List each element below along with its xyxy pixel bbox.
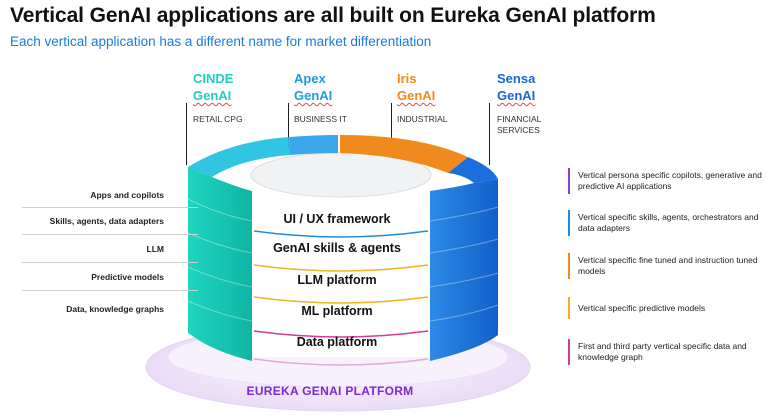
left-label-data: Data, knowledge graphs — [66, 304, 164, 314]
vertical-category: FINANCIAL SERVICES — [497, 114, 542, 135]
vertical-suffix: GenAI — [397, 88, 436, 103]
vertical-name: CINDE — [193, 71, 234, 86]
layer-ui-ux: UI / UX framework — [283, 212, 391, 226]
vertical-iris: Iris GenAI INDUSTRIAL — [397, 70, 487, 125]
layer-separator — [253, 330, 429, 338]
platform-label: EUREKA GENAI PLATFORM — [246, 384, 414, 398]
connector-line — [186, 103, 187, 165]
vertical-name: Apex — [294, 71, 326, 86]
ring-segment-lightblue — [290, 135, 338, 155]
page-subtitle: Each vertical application has a differen… — [10, 34, 432, 49]
note-models: Vertical specific fine tuned and instruc… — [578, 255, 758, 276]
vertical-suffix: GenAI — [294, 88, 333, 103]
left-separator — [22, 290, 198, 291]
left-separator — [22, 262, 198, 263]
note-predictive: Vertical specific predictive models — [578, 303, 706, 313]
layer-separator — [253, 358, 429, 366]
vertical-suffix: GenAI — [193, 88, 232, 103]
layer-llm-platform: LLM platform — [297, 273, 377, 287]
note-bar — [568, 297, 570, 319]
vertical-name: Iris — [397, 71, 417, 86]
note-bar — [568, 210, 570, 236]
left-label-predictive: Predictive models — [91, 272, 164, 282]
vertical-suffix: GenAI — [497, 88, 536, 103]
page-title: Vertical GenAI applications are all buil… — [10, 4, 656, 27]
left-separator — [22, 234, 198, 235]
vertical-cinde: CINDE GenAI RETAIL CPG — [193, 70, 283, 125]
layer-genai-skills: GenAI skills & agents — [273, 241, 401, 255]
note-skills: Vertical specific skills, agents, orches… — [578, 212, 759, 233]
layer-separator — [253, 230, 429, 238]
connector-line — [288, 103, 289, 147]
left-label-skills: Skills, agents, data adapters — [49, 216, 164, 226]
vertical-name: Sensa — [497, 71, 536, 86]
left-label-apps: Apps and copilots — [90, 190, 164, 200]
wall-segment-lines — [187, 198, 499, 322]
connector-line — [391, 103, 392, 147]
ring-segment-blue — [448, 157, 498, 183]
vertical-category: BUSINESS IT — [294, 114, 347, 124]
left-label-llm: LLM — [146, 244, 164, 254]
layer-data-platform: Data platform — [296, 335, 378, 349]
vertical-sensa: Sensa GenAI FINANCIAL SERVICES — [497, 70, 567, 136]
note-bar — [568, 168, 570, 194]
left-separator — [22, 207, 198, 208]
vertical-category: INDUSTRIAL — [397, 114, 448, 124]
note-data: First and third party vertical specific … — [578, 341, 747, 362]
teal-wall — [188, 167, 252, 361]
vertical-category: RETAIL CPG — [193, 114, 243, 124]
ring-segment-teal — [188, 137, 290, 177]
vertical-apex: Apex GenAI BUSINESS IT — [294, 70, 384, 125]
connector-line — [489, 103, 490, 165]
layer-separator — [253, 264, 429, 272]
ring-segment-orange — [340, 135, 468, 173]
layer-separator — [253, 296, 429, 304]
note-bar — [568, 339, 570, 365]
note-copilots: Vertical persona specific copilots, gene… — [578, 170, 762, 191]
note-bar — [568, 253, 570, 279]
platform-cylinder-diagram — [145, 135, 531, 412]
layer-ml-platform: ML platform — [301, 304, 373, 318]
blue-wall — [430, 179, 498, 361]
inner-core — [252, 175, 430, 357]
